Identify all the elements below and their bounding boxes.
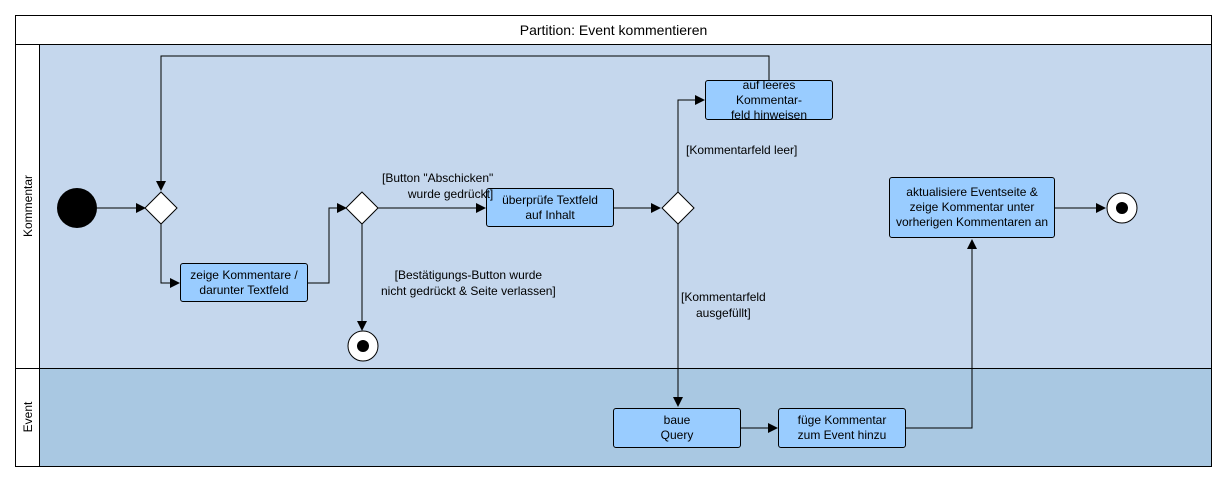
action-hint-empty: auf leeres Kommentar- feld hinweisen bbox=[705, 78, 833, 122]
guard-field-filled: [Kommentarfeld ausgefüllt] bbox=[681, 290, 766, 320]
guard-field-empty: [Kommentarfeld leer] bbox=[686, 143, 798, 157]
action-update-page: aktualisiere Eventseite & zeige Kommenta… bbox=[889, 177, 1055, 238]
flow-decision-to-hint bbox=[677, 95, 705, 192]
action-build-query: baue Query bbox=[613, 408, 741, 448]
final-node-abort bbox=[347, 330, 379, 362]
final-node-done bbox=[1106, 192, 1138, 224]
flow-hint-loop-back bbox=[156, 55, 770, 191]
flow-show-to-decision bbox=[308, 203, 347, 284]
action-add-comment: füge Kommentar zum Event hinzu bbox=[778, 408, 906, 448]
decision-node-textfield bbox=[661, 191, 695, 225]
decision-node-button bbox=[345, 191, 379, 225]
flow-add-to-update bbox=[906, 239, 977, 429]
merge-node bbox=[144, 191, 178, 225]
guard-button-not-pressed: [Bestätigungs-Button wurde nicht gedrück… bbox=[381, 268, 556, 298]
flow-merge-to-show bbox=[160, 224, 180, 288]
initial-node bbox=[57, 188, 97, 228]
guard-button-pressed: [Button "Abschicken" wurde gedrückt] bbox=[382, 171, 494, 201]
action-check-textfield: überprüfe Textfeld auf Inhalt bbox=[486, 188, 614, 227]
partition-title: Partition: Event kommentieren bbox=[15, 15, 1212, 45]
action-show-comments: zeige Kommentare / darunter Textfeld bbox=[180, 263, 308, 302]
